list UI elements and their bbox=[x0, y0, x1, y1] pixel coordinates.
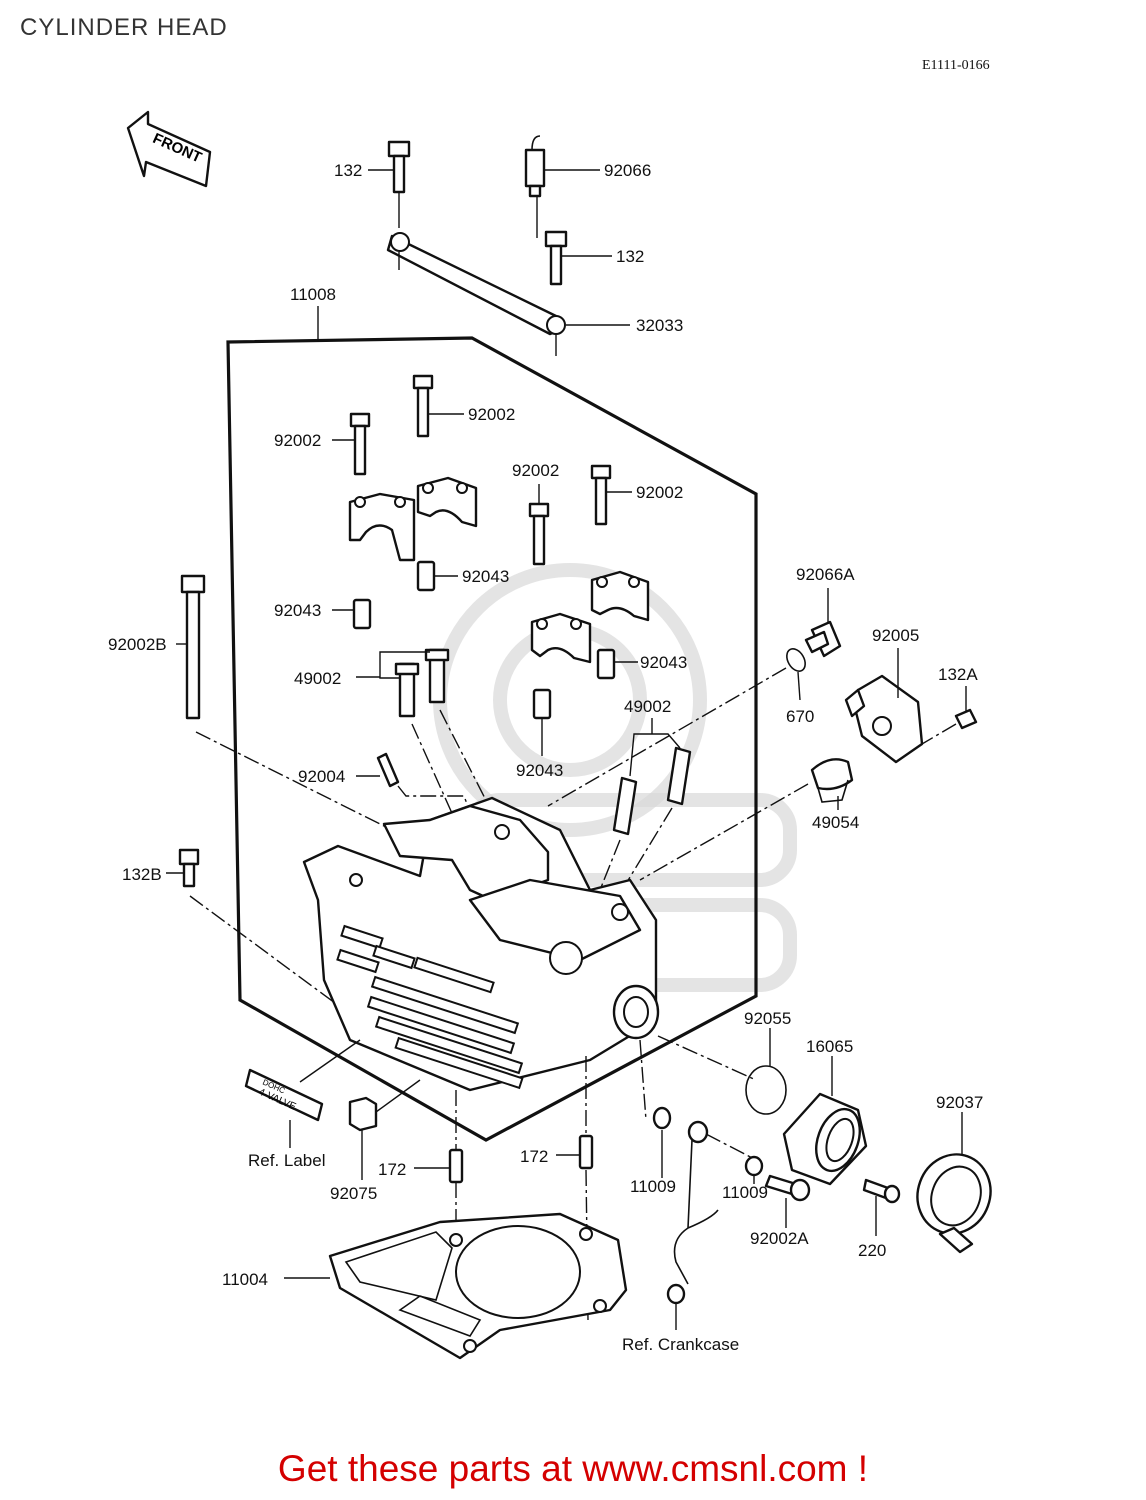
label-92002-d: 92002 bbox=[636, 483, 683, 502]
label-49002-b: 49002 bbox=[624, 697, 671, 716]
dowel-92043-d bbox=[532, 688, 552, 756]
exploded-parts-diagram: FRONT bbox=[108, 110, 992, 1360]
bolt-92002A bbox=[764, 1174, 811, 1228]
label-16065: 16065 bbox=[806, 1037, 853, 1056]
camshaft-cap-left-2 bbox=[416, 476, 478, 528]
bolt-92002-a bbox=[332, 412, 371, 476]
label-132A: 132A bbox=[938, 665, 978, 684]
label-ref-label: Ref. Label bbox=[248, 1151, 326, 1170]
thermostat-housing-92005 bbox=[844, 648, 924, 764]
bolt-132-mid bbox=[544, 230, 612, 286]
label-92002-b: 92002 bbox=[468, 405, 515, 424]
camshaft-cap-right bbox=[530, 612, 592, 664]
thermostat-49054 bbox=[639, 758, 854, 881]
dowel-92043-c bbox=[596, 648, 638, 680]
label-92043-b: 92043 bbox=[274, 601, 321, 620]
washer-11009-a bbox=[652, 1106, 672, 1178]
o-ring-670 bbox=[547, 648, 806, 807]
footer-promo-link[interactable]: Get these parts at www.cmsnl.com ! bbox=[277, 1448, 869, 1489]
bracket-32033 bbox=[386, 232, 630, 356]
label-32033: 32033 bbox=[636, 316, 683, 335]
camshaft-cap-left bbox=[348, 492, 416, 562]
bolt-132B bbox=[166, 848, 359, 1021]
bolt-92002B bbox=[176, 574, 421, 845]
plug-92066A bbox=[804, 588, 842, 658]
washer-11009-b bbox=[744, 1155, 764, 1184]
camshaft-cap-right-2 bbox=[590, 570, 650, 622]
label-92002B: 92002B bbox=[108, 635, 167, 654]
valve-guides-49002-left bbox=[356, 648, 497, 841]
bolt-132-top bbox=[368, 140, 411, 194]
assembly-frame-11008 bbox=[226, 306, 758, 1142]
bolt-92002-b bbox=[412, 374, 464, 438]
bolt-92002-d bbox=[590, 464, 632, 526]
label-92075: 92075 bbox=[330, 1184, 377, 1203]
label-92043-d: 92043 bbox=[516, 761, 563, 780]
dowel-92043-a bbox=[416, 560, 458, 592]
label-92002-c: 92002 bbox=[512, 461, 559, 480]
head-gasket-11004 bbox=[284, 1212, 628, 1360]
oil-pipe-banjo bbox=[666, 1120, 761, 1330]
label-172-b: 172 bbox=[520, 1147, 548, 1166]
cylinder-head-body bbox=[302, 796, 757, 1150]
label-670: 670 bbox=[786, 707, 814, 726]
dowel-92043-b bbox=[332, 598, 372, 630]
label-92066: 92066 bbox=[604, 161, 651, 180]
label-132-mid: 132 bbox=[616, 247, 644, 266]
o-ring-92055 bbox=[745, 1028, 787, 1115]
bolt-220 bbox=[862, 1178, 901, 1236]
label-49054: 49054 bbox=[812, 813, 859, 832]
diagram-reference-code: E1111-0166 bbox=[922, 58, 990, 73]
bolt-132A bbox=[921, 686, 978, 745]
label-49002-a: 49002 bbox=[294, 669, 341, 688]
label-11008: 11008 bbox=[290, 285, 336, 304]
label-92043-c: 92043 bbox=[640, 653, 687, 672]
oil-hose-fitting-92066 bbox=[524, 135, 600, 198]
plug-92075 bbox=[348, 1079, 421, 1180]
front-direction-arrow: FRONT bbox=[126, 110, 212, 188]
label-132B: 132B bbox=[122, 865, 162, 884]
label-11009-b: 11009 bbox=[722, 1183, 768, 1202]
label-92004: 92004 bbox=[298, 767, 345, 786]
bolt-92002-c bbox=[528, 484, 550, 566]
page-title: CYLINDER HEAD bbox=[20, 14, 228, 41]
clamp-92037 bbox=[916, 1112, 992, 1254]
label-172-a: 172 bbox=[378, 1160, 406, 1179]
label-11009-a: 11009 bbox=[630, 1177, 676, 1196]
label-92002A: 92002A bbox=[750, 1229, 809, 1248]
label-ref-crankcase: Ref. Crankcase bbox=[622, 1335, 739, 1354]
label-92055: 92055 bbox=[744, 1009, 791, 1028]
label-92037: 92037 bbox=[936, 1093, 983, 1112]
label-132-top: 132 bbox=[334, 161, 362, 180]
stud-92004 bbox=[356, 752, 489, 861]
label-92043-a: 92043 bbox=[462, 567, 509, 586]
label-11004: 11004 bbox=[222, 1270, 268, 1289]
intake-holder-16065 bbox=[782, 1056, 868, 1186]
label-220: 220 bbox=[858, 1241, 886, 1260]
label-92002-a: 92002 bbox=[274, 431, 321, 450]
label-92005: 92005 bbox=[872, 626, 919, 645]
dohc-4-valve-label-tag: DOHC 4-VALVE bbox=[244, 1039, 361, 1148]
label-92066A: 92066A bbox=[796, 565, 855, 584]
